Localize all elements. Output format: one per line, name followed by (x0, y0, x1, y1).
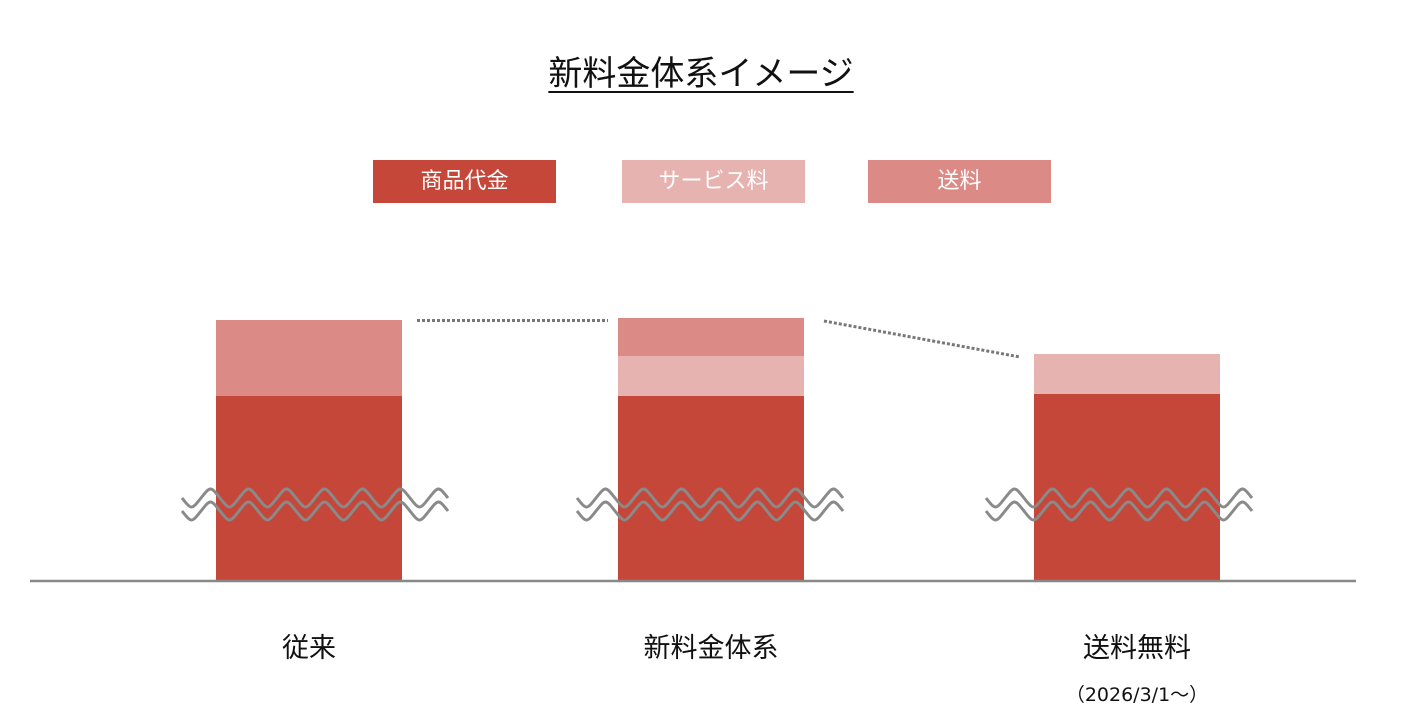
break-wave-mark (575, 500, 845, 522)
page-title: 新料金体系イメージ (548, 54, 854, 94)
segment-product-price (618, 396, 804, 580)
legend-shipping: 送料 (868, 160, 1051, 203)
legend-product-price: 商品代金 (373, 160, 556, 203)
break-wave-mark (984, 500, 1254, 522)
break-wave-mark (575, 487, 845, 509)
segment-shipping (618, 318, 804, 356)
segment-service-fee (618, 356, 804, 396)
segment-shipping (216, 320, 402, 396)
column-sublabel-date: （2026/3/1～） (1065, 684, 1209, 706)
legend-service-fee: サービス料 (622, 160, 805, 203)
column-label-new-pricing: 新料金体系 (643, 633, 779, 664)
bar-free-shipping (1034, 354, 1220, 580)
bar-new-pricing (618, 318, 804, 580)
dotted-connector (823, 319, 1021, 359)
column-label-free-shipping: 送料無料 (1083, 633, 1191, 664)
segment-service-fee (1034, 354, 1220, 394)
column-label-conventional: 従来 (282, 633, 336, 664)
break-wave-mark (180, 487, 450, 509)
segment-product-price (1034, 394, 1220, 580)
break-wave-mark (180, 500, 450, 522)
break-wave-mark (984, 487, 1254, 509)
